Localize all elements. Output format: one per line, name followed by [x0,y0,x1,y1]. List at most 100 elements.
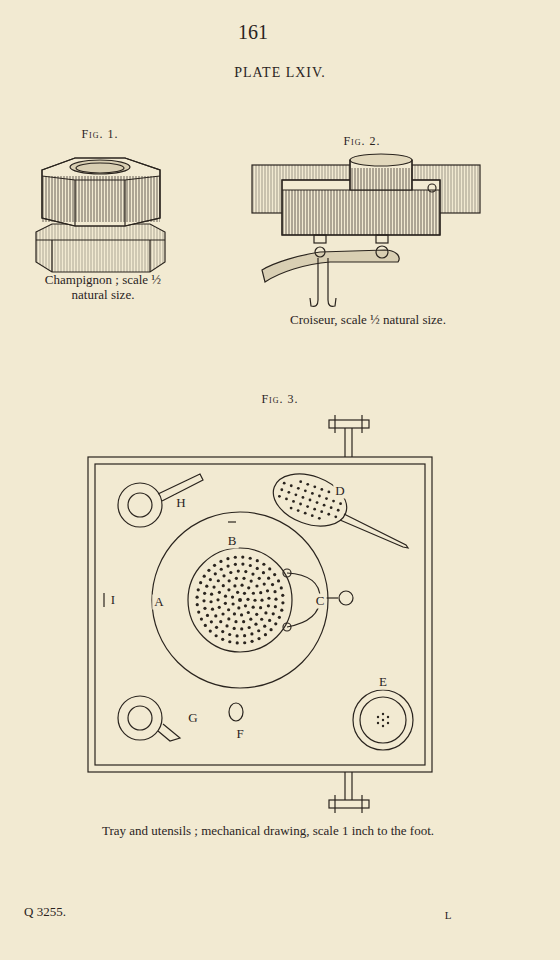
hole-dot [256,559,259,562]
hole-dot [262,563,265,566]
hole-dot [237,606,240,609]
hole-dot [309,499,312,502]
hole-dot [236,591,239,594]
hole-dot [273,573,276,576]
hole-dot [267,577,270,580]
hole-dot [273,590,276,593]
footer-mark: Q 3255. [24,905,66,920]
tray-drawing [88,415,432,813]
part-letter: H [174,496,187,511]
footer-mark: L [445,909,452,922]
hole-dot [210,620,213,623]
hole-dot [220,568,223,571]
hole-dot [204,624,207,627]
hole-dot [252,592,255,595]
hole-dot [219,620,222,623]
hole-dot [316,501,319,504]
hole-dot [249,564,252,567]
hole-dot [206,614,209,617]
hole-dot [209,629,212,632]
hole-dot [199,581,202,584]
hole-dot [268,567,271,570]
hole-dot [281,601,284,604]
hole-dot [197,588,200,591]
hole-dot [248,626,251,629]
figure-label: Fig. 1. [81,128,118,142]
hole-dot [299,503,302,506]
hole-dot [330,506,333,509]
hole-dot [226,557,229,560]
hole-dot [233,627,236,630]
hole-dot [278,616,281,619]
hole-dot [377,722,379,724]
hole-dot [235,634,238,637]
hole-dot [327,513,330,516]
part-letter: E [377,675,389,690]
hole-dot [318,495,321,498]
hole-dot [238,598,242,602]
hole-dot [320,510,323,513]
figure-caption: Croiseur, scale ½ natural size. [258,313,478,328]
hole-dot [334,515,337,518]
hole-dot [318,517,321,520]
hole-dot [306,505,309,508]
hole-dot [215,634,218,637]
hole-dot [241,563,244,566]
hole-dot [264,611,267,614]
hole-dot [237,569,240,572]
hole-dot [241,555,244,558]
hole-dot [311,492,314,495]
hole-dot [249,618,252,621]
hole-dot [260,618,263,621]
hole-dot [214,572,217,575]
hole-dot [225,624,228,627]
hole-dot [323,504,326,507]
hole-dot [200,617,203,620]
hole-dot [246,598,249,601]
hole-dot [227,617,230,620]
hole-dot [250,640,253,643]
part-letter: A [152,595,165,610]
hole-dot [280,609,283,612]
part-letter: C [314,594,327,609]
hole-dot [287,491,290,494]
hole-dot [234,620,237,623]
hole-dot [203,607,206,610]
hole-dot [209,600,212,603]
hole-dot [253,599,256,602]
hole-dot [257,637,260,640]
hole-dot [252,606,255,609]
hole-dot [278,495,281,498]
hole-dot [235,577,238,580]
hole-dot [215,626,218,629]
hole-dot [218,606,221,609]
hole-dot [228,640,231,643]
hole-dot [242,620,245,623]
hole-dot [243,634,246,637]
part-letter: B [226,534,239,549]
hole-dot [387,722,389,724]
hole-dot [325,497,328,500]
hole-dot [210,593,213,596]
hole-dot [268,619,271,622]
hole-dot [231,602,234,605]
hole-dot [274,622,277,625]
hole-dot [249,557,252,560]
hole-dot [285,497,288,500]
hole-dot [266,589,269,592]
hole-dot [302,496,305,499]
hole-dot [299,480,302,483]
hole-dot [339,502,342,505]
hole-dot [203,592,206,595]
hole-dot [196,603,199,606]
plate-title: PLATE LXIV. [234,65,326,81]
hole-dot [264,633,267,636]
hole-dot [259,591,262,594]
hole-dot [207,569,210,572]
hole-dot [217,579,220,582]
hole-dot [258,577,261,580]
hole-dot [304,489,307,492]
hole-dot [295,493,298,496]
hole-dot [233,612,236,615]
